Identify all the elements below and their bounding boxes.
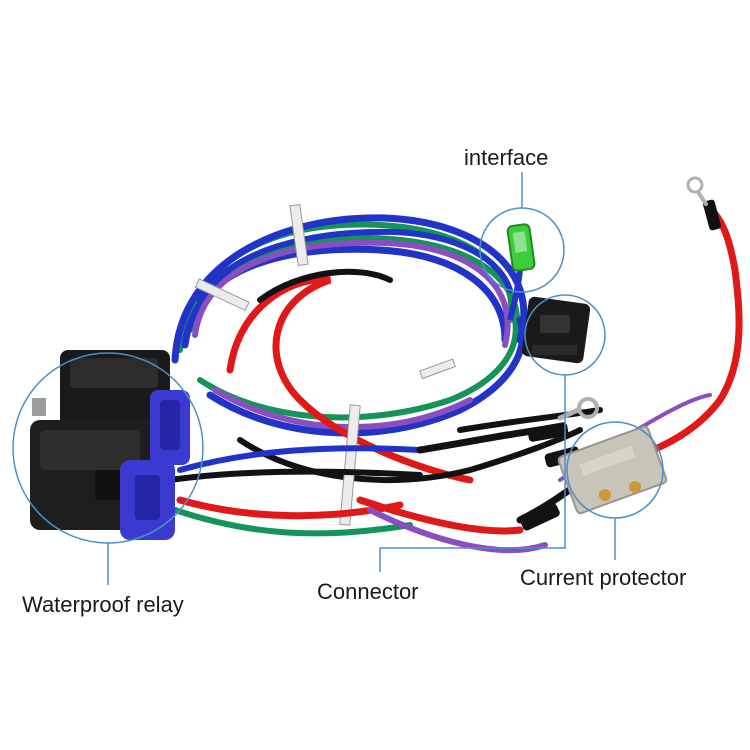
wire-coil — [171, 204, 583, 526]
label-waterproof-relay: Waterproof relay — [22, 592, 184, 617]
label-interface: interface — [464, 145, 549, 170]
label-current-protector: Current protector — [520, 565, 687, 590]
current-protector — [557, 425, 668, 515]
callouts — [12, 172, 664, 585]
connector-plug — [521, 296, 591, 364]
waterproof-relay — [30, 350, 190, 540]
interface-terminal — [506, 223, 536, 321]
protector-leads — [356, 407, 604, 554]
label-connector: Connector — [317, 579, 419, 604]
